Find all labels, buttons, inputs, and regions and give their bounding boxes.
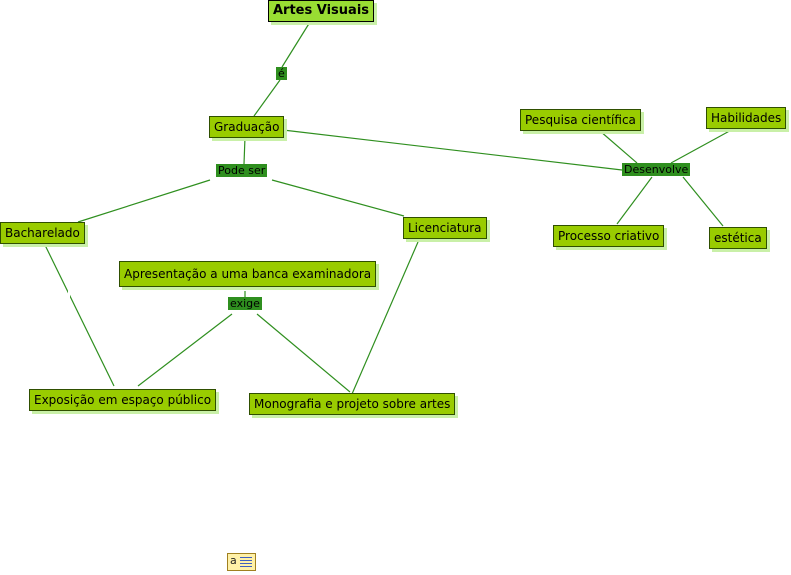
node-label: Habilidades [711, 111, 782, 125]
note-icon[interactable]: a [227, 553, 256, 571]
edge-graduacao-podeser [243, 136, 246, 165]
link-desenvolve[interactable]: Desenvolve [622, 163, 691, 176]
edge-exige-monografia [256, 313, 351, 393]
edge-artes-e [281, 21, 311, 68]
link-e[interactable]: é [276, 67, 287, 80]
link-label: Desenvolve [624, 163, 689, 176]
node-exposicao[interactable]: Exposição em espaço público [29, 389, 217, 411]
edge-desenvolve-estetica [682, 176, 724, 227]
edge-marker [68, 288, 70, 300]
edge-desenvolve-processo [616, 176, 653, 225]
node-licenciatura[interactable]: Licenciatura [403, 217, 487, 239]
link-label: Pode ser [218, 164, 266, 177]
letter-a-glyph: a [230, 554, 237, 567]
node-estetica[interactable]: estética [709, 227, 767, 249]
node-graduacao[interactable]: Graduação [209, 116, 285, 138]
node-pesquisa[interactable]: Pesquisa científica [520, 109, 641, 131]
node-monografia[interactable]: Monografia e projeto sobre artes [249, 393, 456, 415]
text-lines-glyph [240, 557, 252, 567]
node-habilidades[interactable]: Habilidades [706, 107, 787, 129]
edge-marker [418, 262, 420, 274]
edge-e-graduacao [253, 79, 281, 117]
link-label: é [278, 67, 285, 80]
link-exige[interactable]: exige [228, 297, 262, 310]
node-label: Pesquisa científica [525, 113, 636, 127]
node-artes-visuais[interactable]: Artes Visuais [268, 0, 375, 22]
edge-bacharelado-exposicao [43, 242, 115, 387]
link-label: exige [230, 297, 260, 310]
edge-licenciatura-monografia [351, 241, 419, 395]
edge-pesquisa-desenvolve [599, 130, 638, 164]
node-label: Monografia e projeto sobre artes [254, 397, 451, 411]
node-label: Licenciatura [408, 221, 482, 235]
node-label: Bacharelado [5, 226, 80, 240]
edge-habilidades-desenvolve [670, 127, 736, 164]
link-pode-ser[interactable]: Pode ser [216, 164, 268, 177]
node-processo[interactable]: Processo criativo [553, 225, 665, 247]
edge-podeser-licenciatura [271, 179, 405, 217]
node-label: Graduação [214, 120, 280, 134]
node-label: Artes Visuais [273, 3, 370, 18]
node-label: Exposição em espaço público [34, 393, 212, 407]
edge-exige-exposicao [137, 313, 233, 387]
node-label: estética [714, 231, 762, 245]
edge-graduacao-desenvolve [282, 129, 623, 171]
node-label: Processo criativo [558, 229, 660, 243]
edge-podeser-bacharelado [77, 179, 211, 223]
node-label: Apresentação a uma banca examinadora [124, 267, 372, 281]
node-apresentacao[interactable]: Apresentação a uma banca examinadora [119, 261, 377, 287]
node-bacharelado[interactable]: Bacharelado [0, 222, 85, 244]
